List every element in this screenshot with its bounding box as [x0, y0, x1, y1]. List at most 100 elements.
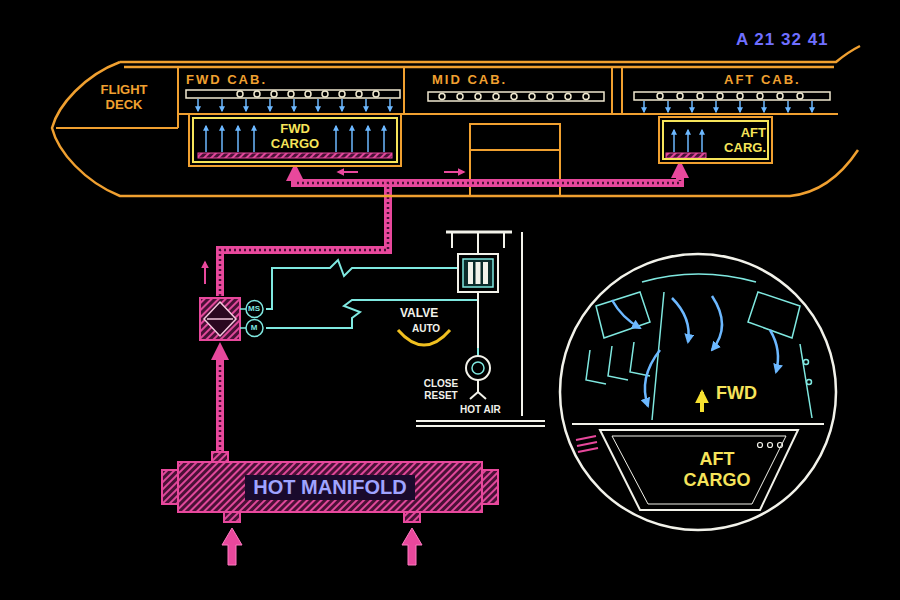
shutoff-valve-shape-part: [204, 302, 236, 336]
cabin-ducts-part: [271, 91, 277, 97]
control-panel-frame-part: [452, 232, 504, 254]
air-duct: [220, 172, 680, 296]
cargo-heating-outlets-part: [666, 153, 706, 158]
cabin-cross-section-part: [576, 436, 598, 452]
fuselage-structure-part: [56, 68, 178, 128]
label-slot: A 21 32 41: [736, 30, 829, 50]
cabin-air-arrows-part: [691, 101, 693, 112]
control-wire: [266, 260, 398, 309]
flow-arrows: [205, 172, 464, 284]
cabin-air-arrows-part: [341, 99, 343, 111]
cabin-ducts-part: [493, 94, 499, 100]
label-slot: AUTO: [412, 323, 444, 335]
hot-manifold-shape-part: [212, 452, 228, 462]
air-duct: [220, 172, 680, 296]
fuselage-structure: [56, 68, 838, 196]
cargo-heating-outlets-part-part: [673, 130, 675, 152]
duct-hatching: [220, 183, 388, 296]
label-slot: CLOSE RESET: [420, 378, 462, 402]
cargo-heating-outlets-part-part: [687, 130, 689, 152]
cabin-air-arrows-part: [197, 99, 199, 111]
aft-cargo-compartment-shape-part: [600, 430, 798, 510]
cabin-cross-section-part-part: [770, 330, 778, 372]
zone-label: MID CAB.: [432, 72, 507, 88]
air-duct: [216, 354, 224, 452]
node-label: AUTO: [412, 323, 444, 335]
cabin-air-arrows-part: [787, 101, 789, 112]
valve-pushbutton-shape-part: [477, 292, 479, 348]
cabin-air-arrows-part: [763, 101, 765, 112]
valve-pushbutton-shape-part: [398, 267, 458, 269]
cabin-air-arrows-part: [811, 101, 813, 112]
cabin-air-arrows-part: [389, 99, 391, 111]
cabin-cross-section-part-part: [807, 380, 812, 385]
cabin-ducts-part: [439, 94, 445, 100]
hot-manifold-shape-part: [404, 512, 420, 522]
label-slot: HOT AIR: [460, 404, 512, 416]
cabin-cross-section-part-part: [586, 342, 650, 384]
node-label: FWD: [716, 383, 772, 404]
cargo-compartment: FWD CARGO: [192, 117, 398, 163]
cabin-ducts-part: [565, 94, 571, 100]
cabin-air-arrows-part: [221, 99, 223, 111]
cabin-cross-section-part: [758, 443, 783, 448]
cabin-ducts-part: [186, 90, 400, 98]
cabin-ducts-part: [475, 94, 481, 100]
cabin-section-inset: AFT CARGO FWD: [558, 252, 838, 532]
cabin-ducts-part: [254, 91, 260, 97]
fuselage-structure-part: [404, 68, 622, 114]
cabin-cross-section-part-part: [768, 443, 773, 448]
cabin-ducts-part: [529, 94, 535, 100]
fuselage-structure-part: [470, 149, 560, 151]
label-slot: M: [245, 323, 263, 333]
control-wire: [266, 260, 398, 309]
cabin-ducts-part: [677, 93, 683, 99]
label-slot: FWD: [716, 383, 772, 404]
cabin-ducts-part: [797, 93, 803, 99]
shutoff-valve-shape-part: [200, 298, 240, 340]
cabin-cross-section-part-part: [672, 298, 689, 342]
cabin-ducts: [186, 90, 830, 101]
label-slot: FLIGHT DECK: [92, 82, 156, 112]
hot-manifold-shape-part: [178, 462, 482, 512]
node-label: FWD CARGO: [264, 121, 326, 151]
cargo-heating-outlets-part-part: [205, 126, 207, 152]
cabin-air-arrows-part: [739, 101, 741, 112]
cabin-cross-section-part-part: [596, 292, 650, 338]
fuselage-outline: FWD CARGO AFT CARG. FLIGHT DECK: [48, 44, 862, 202]
hot-air-switch-shape-part: [470, 380, 486, 399]
cabin-ducts-part: [339, 91, 345, 97]
control-panel-frame-part: [521, 232, 523, 416]
cabin-ducts-part: [777, 93, 783, 99]
cargo-heating-outlets-part-part: [253, 126, 255, 152]
cabin-cross-section-part-part: [645, 350, 660, 406]
valve-pushbutton-shape-part: [483, 262, 488, 284]
cabin-air-arrows-part: [643, 101, 645, 112]
cabin-ducts-part: [547, 94, 553, 100]
cargo-heating-outlets-part-part: [383, 126, 385, 152]
air-duct: [220, 175, 388, 296]
cabin-cross-section-part-part: [800, 344, 812, 418]
zone-label: FWD CAB.: [186, 72, 267, 88]
cabin-ducts-part: [717, 93, 723, 99]
air-duct: [220, 354, 221, 452]
cabin-ducts-part: [697, 93, 703, 99]
manifold-inlet-arrows-part: [402, 528, 422, 565]
label-slot: AFT CARG.: [716, 125, 766, 155]
aft-cargo-compartment: AFT CARGO: [598, 428, 800, 512]
cabin-cross-section-part: [586, 274, 812, 420]
cargo-heating-outlets-part: [198, 153, 392, 158]
cabin-cross-section-part-part: [642, 274, 756, 282]
cabin-cross-section-part: [700, 392, 704, 412]
zone-label: AFT CAB.: [724, 72, 801, 88]
cabin-ducts-part: [356, 91, 362, 97]
cabin-ducts-part: [373, 91, 379, 97]
valve-pushbutton-shape-part: [476, 262, 481, 284]
hot-air-switch: CLOSE RESET HOT AIR: [418, 350, 538, 428]
cabin-cross-section-part-part: [652, 292, 664, 420]
node-label: AFT CARG.: [716, 125, 766, 155]
cabin-ducts-part: [457, 94, 463, 100]
shutoff-valve: MSM: [198, 296, 266, 342]
